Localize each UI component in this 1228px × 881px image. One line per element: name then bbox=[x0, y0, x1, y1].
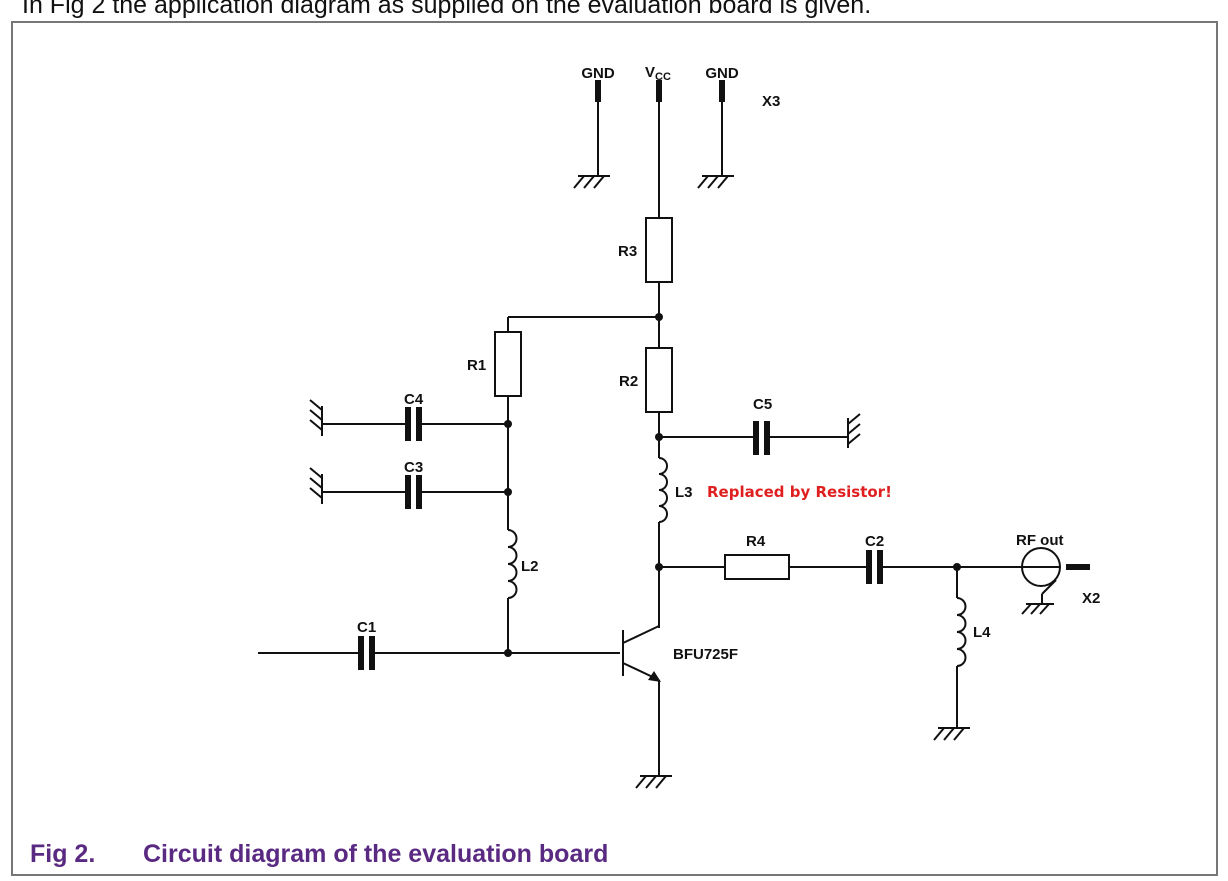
label-vcc-main: V bbox=[645, 64, 655, 81]
inductor-l3 bbox=[658, 457, 668, 523]
label-c3: C3 bbox=[404, 459, 423, 476]
inductor-l4 bbox=[956, 597, 967, 667]
label-vcc: VCC bbox=[645, 64, 671, 83]
label-l4: L4 bbox=[973, 624, 991, 641]
caption-number: Fig 2. bbox=[30, 840, 96, 868]
capacitor-c1 bbox=[258, 636, 620, 670]
ground-symbol bbox=[309, 467, 323, 504]
label-vcc-sub: CC bbox=[655, 71, 671, 83]
label-l3: L3 bbox=[675, 484, 693, 501]
resistor-r1 bbox=[494, 331, 522, 397]
resistor-r2 bbox=[645, 347, 673, 413]
resistor-r4 bbox=[724, 554, 790, 580]
label-r2: R2 bbox=[619, 373, 638, 390]
label-c5: C5 bbox=[753, 396, 772, 413]
resistor-r3 bbox=[645, 217, 673, 283]
label-r1: R1 bbox=[467, 357, 486, 374]
label-gnd-right: GND bbox=[705, 65, 739, 82]
label-gnd-left: GND bbox=[581, 65, 615, 82]
connector-x3 bbox=[573, 80, 734, 189]
label-c1: C1 bbox=[357, 619, 376, 636]
figure-frame bbox=[11, 21, 1218, 876]
rf-out-connector bbox=[1021, 547, 1090, 604]
label-c4: C4 bbox=[404, 391, 424, 408]
ground-symbol bbox=[309, 399, 323, 436]
ground-symbol bbox=[573, 175, 610, 189]
label-l3-note: Replaced by Resistor! bbox=[707, 483, 892, 501]
capacitor-c5 bbox=[659, 421, 848, 455]
ground-symbol bbox=[847, 413, 861, 448]
ground-symbol bbox=[1021, 603, 1054, 615]
label-c2: C2 bbox=[865, 533, 884, 550]
label-r4: R4 bbox=[746, 533, 766, 550]
label-l2: L2 bbox=[521, 558, 539, 575]
caption-title: Circuit diagram of the evaluation board bbox=[143, 840, 609, 868]
ground-symbol bbox=[635, 775, 672, 789]
label-x2: X2 bbox=[1082, 590, 1100, 607]
label-rf-out: RF out bbox=[1016, 532, 1063, 549]
label-r3: R3 bbox=[618, 243, 637, 260]
figure-caption: Fig 2. Circuit diagram of the evaluation … bbox=[30, 838, 608, 870]
capacitor-c3 bbox=[322, 475, 508, 509]
transistor-bfu725f bbox=[622, 625, 661, 776]
capacitor-c2 bbox=[789, 550, 1022, 584]
inductor-l2 bbox=[507, 529, 518, 599]
label-transistor: BFU725F bbox=[673, 646, 738, 663]
intro-text: In Fig 2 the application diagram as supp… bbox=[22, 0, 872, 19]
ground-symbol bbox=[933, 727, 970, 741]
label-x3: X3 bbox=[762, 93, 780, 110]
capacitor-c4 bbox=[322, 407, 508, 441]
ground-symbol bbox=[697, 175, 734, 189]
